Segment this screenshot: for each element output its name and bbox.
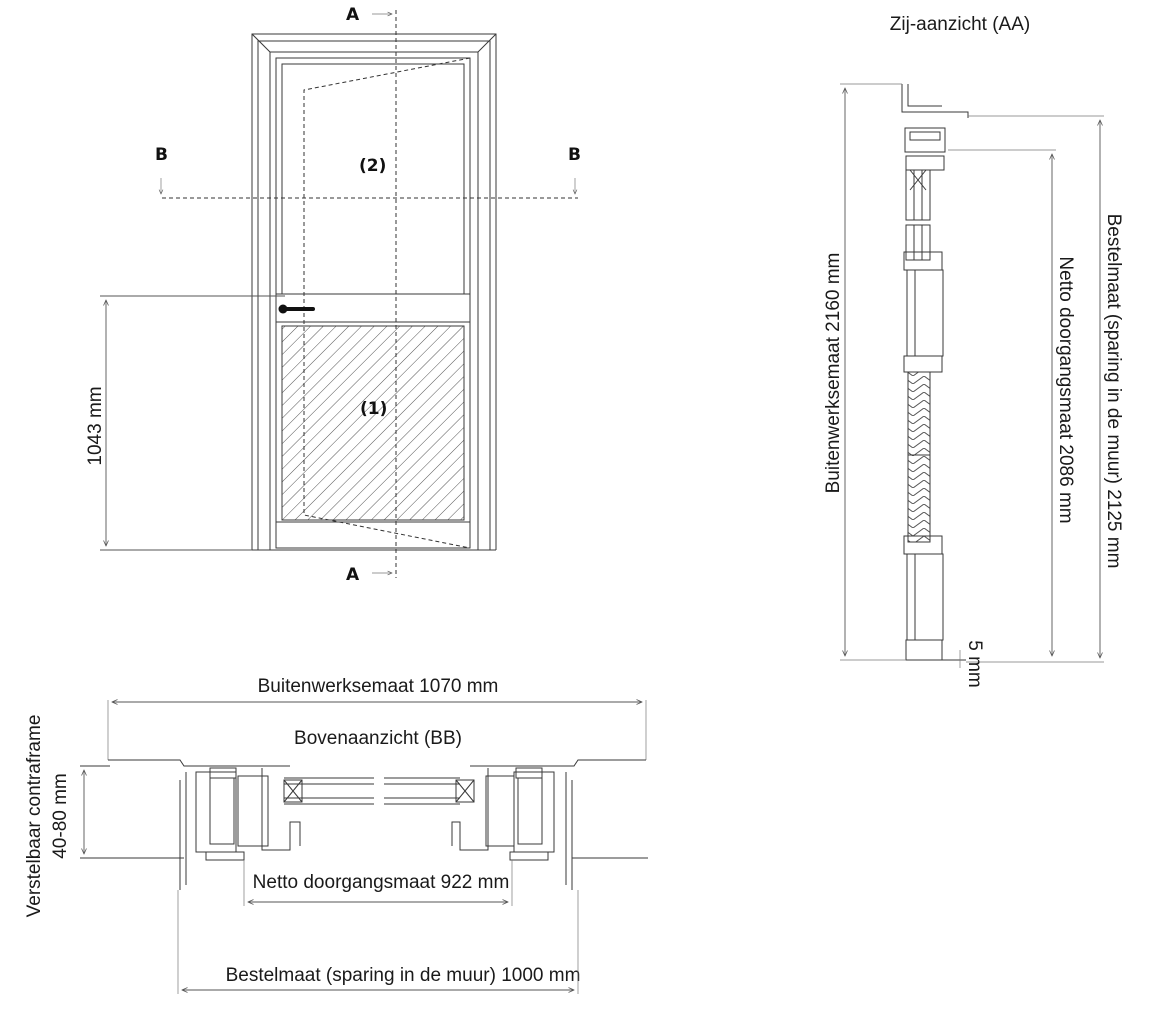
side-top-profile — [901, 84, 969, 171]
side-gap-label: 5 mm — [964, 640, 985, 688]
glass-panel-hatched — [281, 325, 465, 521]
top-order-label: Bestelmaat (sparing in de muur) 1000 mm — [226, 965, 581, 986]
panel-upper-label: (2) — [359, 156, 386, 176]
top-view: Buitenwerksemaat 1070 mm Bovenaanzicht (… — [24, 676, 648, 994]
panel-lower-label: (1) — [360, 399, 387, 419]
front-view: A A B B (2) (1) 1043 mm — [85, 5, 581, 585]
side-bottom-profile — [905, 553, 966, 661]
door-leaf — [275, 57, 471, 549]
side-order-label: Bestelmaat (sparing in de muur) 2125 mm — [1103, 214, 1124, 569]
top-right-profile — [451, 759, 648, 890]
section-a-top-label: A — [346, 5, 360, 25]
swing-line — [303, 57, 471, 549]
section-b-left-label: B — [155, 145, 168, 165]
top-net-label: Netto doorgangsmaat 922 mm — [253, 872, 510, 893]
door-handle-icon — [278, 304, 315, 314]
handle-height-label: 1043 mm — [85, 386, 106, 465]
top-left-profile — [80, 759, 303, 890]
contraframe-label-line1: Verstelbaar contraframe — [24, 715, 45, 918]
side-view: Zij-aanzicht (AA) — [823, 14, 1124, 688]
section-a-bottom-label: A — [346, 565, 360, 585]
side-insulated-panel — [903, 371, 943, 555]
top-outer-label: Buitenwerksemaat 1070 mm — [258, 676, 499, 697]
side-mid-rail — [903, 251, 944, 373]
side-net-label: Netto doorgangsmaat 2086 mm — [1055, 256, 1076, 523]
side-view-title: Zij-aanzicht (AA) — [890, 14, 1030, 35]
door-frame — [251, 33, 497, 551]
side-glass — [905, 169, 931, 261]
side-outer-label: Buitenwerksemaat 2160 mm — [823, 253, 844, 494]
section-b-right-label: B — [568, 145, 581, 165]
contraframe-label-line2: 40-80 mm — [50, 773, 71, 859]
top-view-title: Bovenaanzicht (BB) — [294, 728, 462, 749]
top-glass — [284, 777, 460, 805]
